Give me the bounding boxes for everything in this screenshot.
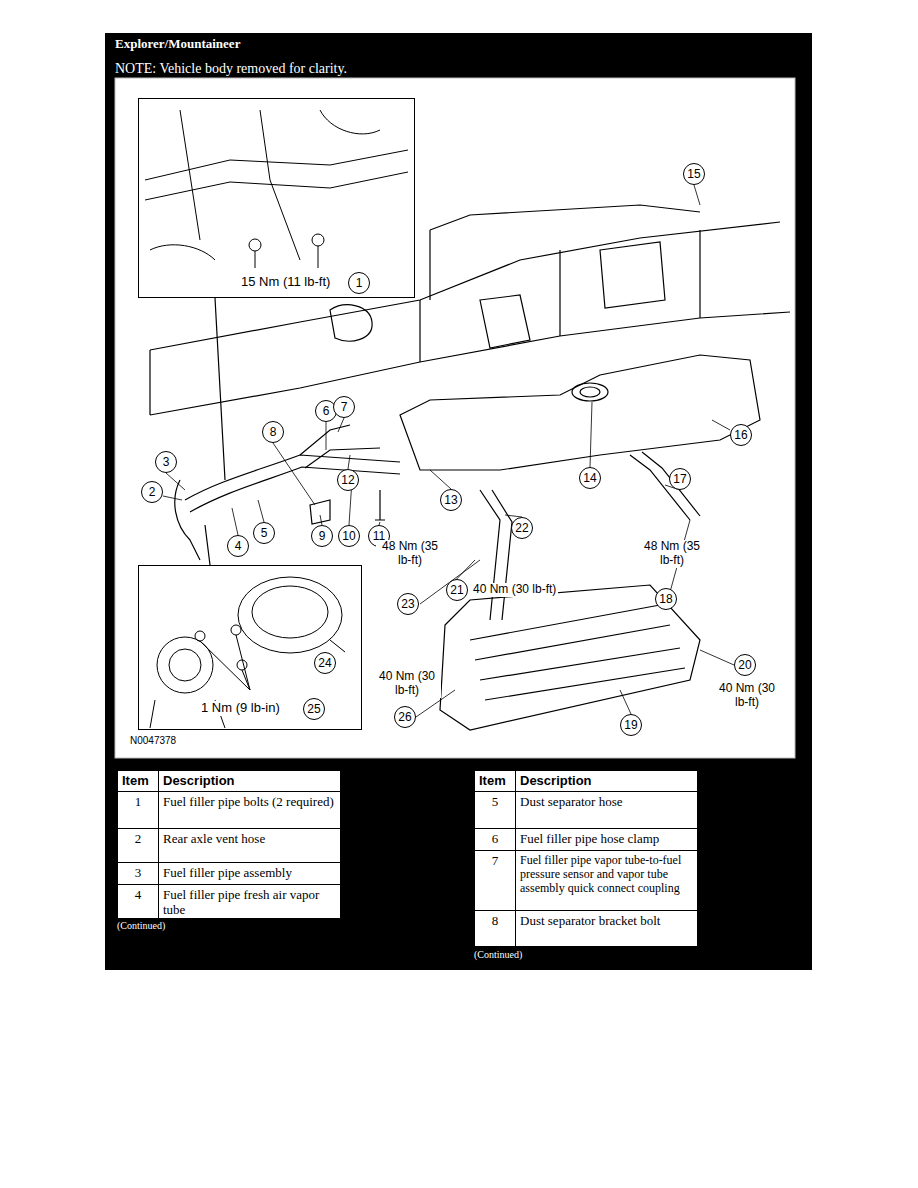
callout-text: 6 <box>323 404 330 418</box>
callout-number: 23 <box>397 593 419 615</box>
callout-text: 14 <box>583 471 596 485</box>
callout-number: 13 <box>440 489 462 511</box>
callout-number: 20 <box>734 654 756 676</box>
item-number: 7 <box>474 850 516 911</box>
callout-number: 24 <box>314 652 336 674</box>
table-header: Item <box>117 770 159 792</box>
page-ground <box>105 33 812 970</box>
callout-text: 4 <box>235 539 242 553</box>
callout-text: 25 <box>307 702 320 716</box>
item-number: 1 <box>117 791 159 829</box>
inset-box: 15 Nm (11 lb-ft) 1 <box>138 98 415 298</box>
inset-drawing-bottom <box>150 577 345 728</box>
callout-text: 5 <box>261 526 268 540</box>
item-description: Fuel filler pipe bolts (2 required) <box>158 791 341 829</box>
torque-spec: 40 Nm (30 lb-ft) <box>373 670 441 698</box>
callout-number: 19 <box>620 714 642 736</box>
chassis-drawing <box>150 205 790 730</box>
item-number: 4 <box>117 884 159 919</box>
title: Explorer/Mountaineer <box>115 37 240 52</box>
callout-text: 15 <box>687 167 700 181</box>
item-number: 8 <box>474 910 516 947</box>
callout-number: 1 <box>348 272 370 294</box>
continued-note: (Continued) <box>117 920 165 932</box>
inset-box: 1 Nm (9 lb-in) 24 25 <box>138 565 362 730</box>
callout-number: 2 <box>141 481 163 503</box>
figure-id: N0047378 <box>128 735 178 747</box>
callout-number: 26 <box>394 706 416 728</box>
callout-text: 26 <box>398 710 411 724</box>
callout-text: 10 <box>342 529 355 543</box>
item-description: Fuel filler pipe vapor tube-to-fuel pres… <box>515 850 698 911</box>
callout-text: 13 <box>444 493 457 507</box>
callout-number: 14 <box>579 467 601 489</box>
callout-number: 21 <box>446 579 468 601</box>
callout-text: 2 <box>149 485 156 499</box>
continued-note: (Continued) <box>474 949 522 961</box>
diagram-frame <box>115 78 795 758</box>
torque-spec: 40 Nm (30 lb-ft) <box>713 682 781 710</box>
item-description: Fuel filler pipe hose clamp <box>515 828 698 851</box>
item-number: 2 <box>117 828 159 863</box>
callout-number: 5 <box>253 522 275 544</box>
callout-number: 15 <box>683 163 705 185</box>
item-description: Fuel filler pipe fresh air vapor tube <box>158 884 341 919</box>
table-header: Description <box>158 770 341 792</box>
callout-number: 18 <box>655 588 677 610</box>
callout-number: 8 <box>262 421 284 443</box>
table-header: Description <box>515 770 698 792</box>
item-description: Fuel filler pipe assembly <box>158 862 341 885</box>
callout-number: 9 <box>311 525 333 547</box>
torque-spec: 1 Nm (9 lb-in) <box>199 701 282 716</box>
callout-text: 24 <box>318 656 331 670</box>
callout-number: 16 <box>730 424 752 446</box>
item-description: Dust separator bracket bolt <box>515 910 698 947</box>
callout-number: 10 <box>338 525 360 547</box>
torque-spec: 40 Nm (30 lb-ft) <box>471 583 558 597</box>
item-number: 3 <box>117 862 159 885</box>
callout-number: 12 <box>337 469 359 491</box>
item-description: Rear axle vent hose <box>158 828 341 863</box>
torque-spec: 48 Nm (35 lb-ft) <box>376 540 444 568</box>
callout-text: 3 <box>163 455 170 469</box>
callout-text: 9 <box>319 529 326 543</box>
callout-number: 25 <box>303 698 325 720</box>
callout-number: 17 <box>669 468 691 490</box>
callout-text: 20 <box>738 658 751 672</box>
callout-text: 16 <box>734 428 747 442</box>
callout-number: 7 <box>333 396 355 418</box>
callout-text: 21 <box>450 583 463 597</box>
callout-text: 19 <box>624 718 637 732</box>
callout-number: 3 <box>155 451 177 473</box>
item-number: 6 <box>474 828 516 851</box>
torque-spec: 48 Nm (35 lb-ft) <box>638 540 706 568</box>
item-description: Dust separator hose <box>515 791 698 829</box>
callout-text: 7 <box>341 400 348 414</box>
callout-text: 17 <box>673 472 686 486</box>
torque-spec: 15 Nm (11 lb-ft) <box>239 275 332 290</box>
callout-text: 8 <box>270 425 277 439</box>
callout-text: 12 <box>341 473 354 487</box>
callout-text: 18 <box>659 592 672 606</box>
leader-lines <box>163 185 734 717</box>
callout-text: 23 <box>401 597 414 611</box>
inset-drawing-top <box>145 110 408 268</box>
callout-text: 1 <box>356 276 363 290</box>
callout-text: 22 <box>515 521 528 535</box>
callout-number: 22 <box>511 517 533 539</box>
item-number: 5 <box>474 791 516 829</box>
note: NOTE: Vehicle body removed for clarity. <box>115 61 775 77</box>
table-header: Item <box>474 770 516 792</box>
callout-number: 4 <box>227 535 249 557</box>
